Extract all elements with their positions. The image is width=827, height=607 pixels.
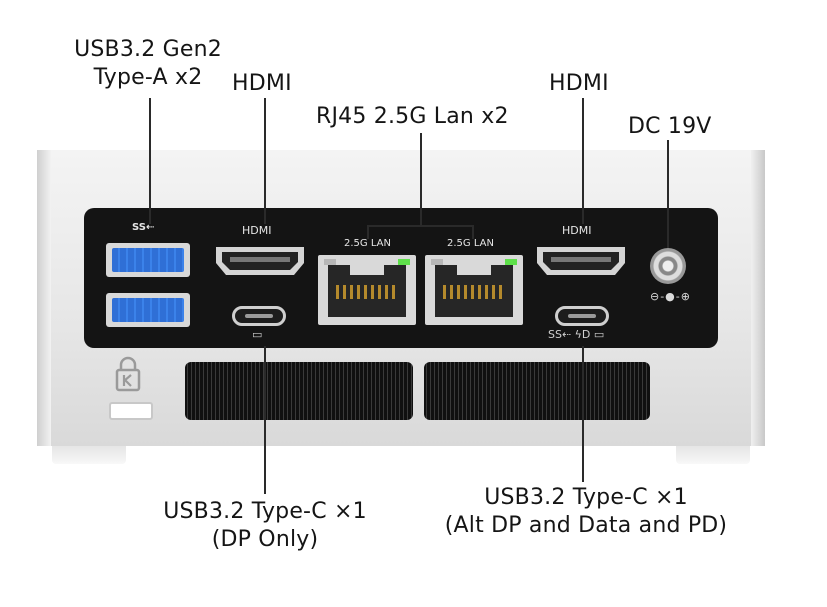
callout-usb-a-line1: USB3.2 Gen2 — [74, 37, 222, 62]
dc-jack[interactable] — [650, 248, 686, 284]
kensington-slot[interactable] — [109, 402, 153, 420]
usb-c-right-symbols: SS⇠ ϟD ▭ — [548, 328, 605, 341]
leader-hdmi-right — [582, 98, 584, 224]
chassis-edge-right — [751, 150, 765, 446]
hdmi-left-label: HDMI — [242, 224, 272, 237]
rj45-led-activity — [324, 259, 336, 265]
callout-usbc-right: USB3.2 Type-C ×1 (Alt DP and Data and PD… — [426, 484, 746, 540]
hdmi-port-icon — [216, 247, 304, 275]
callout-usbc-left-line2: (DP Only) — [211, 527, 319, 552]
callout-usbc-left-line1: USB3.2 Type-C ×1 — [163, 499, 367, 524]
lan2-label: 2.5G LAN — [447, 238, 494, 249]
lan1-label: 2.5G LAN — [344, 238, 391, 249]
display-icon: ▭ — [252, 328, 263, 341]
callout-usbc-right-line1: USB3.2 Type-C ×1 — [484, 485, 688, 510]
leader-rj45-stem — [420, 133, 422, 225]
kensington-lock-icon — [115, 356, 141, 392]
callout-usb-a: USB3.2 Gen2 Type-A x2 — [60, 36, 236, 92]
leader-rj45-left — [367, 225, 369, 239]
leader-usbc-right — [582, 346, 584, 482]
usb-c-port-left[interactable] — [232, 306, 286, 326]
usb-a-tongue — [112, 298, 184, 322]
leader-usbc-left — [264, 346, 266, 494]
usb-a-port-2[interactable] — [106, 293, 190, 327]
leader-dc — [667, 140, 669, 248]
hdmi-port-icon — [537, 247, 625, 275]
leader-usb-a — [149, 98, 151, 224]
hdmi-port-right[interactable] — [535, 245, 627, 277]
rj45-pins — [443, 285, 505, 299]
callout-usbc-right-line2: (Alt DP and Data and PD) — [444, 513, 728, 538]
vent-left — [185, 362, 413, 420]
callout-usb-a-line2: Type-A x2 — [93, 65, 203, 90]
rj45-led-link — [398, 259, 410, 265]
vent-right — [424, 362, 650, 420]
leader-rj45-right — [472, 225, 474, 239]
rj45-port-1[interactable] — [318, 255, 416, 325]
chassis-foot-right — [676, 446, 750, 464]
callout-usbc-left: USB3.2 Type-C ×1 (DP Only) — [140, 498, 390, 554]
callout-rj45: RJ45 2.5G Lan x2 — [316, 104, 509, 129]
leader-rj45-bar — [367, 225, 474, 227]
usb-a-tongue — [112, 248, 184, 272]
callout-dc: DC 19V — [628, 114, 712, 139]
rj45-pins — [336, 285, 398, 299]
leader-hdmi-left — [264, 98, 266, 224]
rj45-led-activity — [431, 259, 443, 265]
chassis-edge-left — [37, 150, 51, 446]
callout-hdmi-left: HDMI — [232, 71, 292, 96]
chassis-foot-left — [52, 446, 126, 464]
dc-polarity-icon: ⊖-●-⊕ — [650, 290, 691, 303]
hdmi-right-label: HDMI — [562, 224, 592, 237]
callout-hdmi-right: HDMI — [549, 71, 609, 96]
usb-a-port-1[interactable] — [106, 243, 190, 277]
hdmi-port-left[interactable] — [214, 245, 306, 277]
usb-c-port-right[interactable] — [555, 306, 609, 326]
usb-a-symbol: SS⇠ — [132, 222, 155, 233]
rj45-port-2[interactable] — [425, 255, 523, 325]
rj45-led-link — [505, 259, 517, 265]
